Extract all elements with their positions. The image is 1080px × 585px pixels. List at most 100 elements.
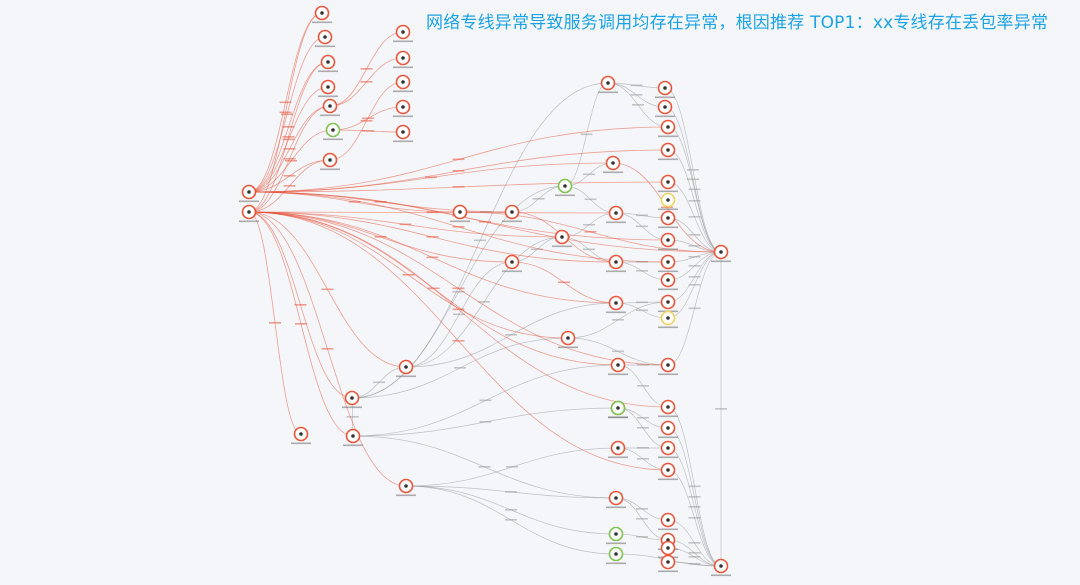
service-node-normal[interactable] [608, 400, 628, 419]
service-icon [401, 130, 405, 134]
service-node-abnormal[interactable] [502, 254, 522, 273]
service-node-abnormal[interactable] [608, 357, 628, 376]
service-icon [614, 301, 618, 305]
service-node-warning[interactable] [658, 192, 678, 211]
node-caption-mark [711, 574, 731, 577]
service-icon [666, 125, 670, 129]
service-node-abnormal[interactable] [318, 54, 338, 73]
service-node-abnormal[interactable] [606, 254, 626, 273]
service-node-abnormal[interactable] [608, 440, 628, 459]
service-node-abnormal[interactable] [658, 357, 678, 376]
service-node-abnormal[interactable] [450, 204, 470, 223]
service-node-abnormal[interactable] [603, 155, 623, 174]
service-node-normal[interactable] [555, 178, 575, 197]
service-node-abnormal[interactable] [658, 272, 678, 291]
edge-label-mark [282, 138, 295, 141]
service-node-abnormal[interactable] [239, 204, 259, 223]
service-node-abnormal[interactable] [558, 330, 578, 349]
edge-label-mark [558, 281, 570, 284]
service-node-abnormal[interactable] [315, 29, 335, 48]
service-icon [350, 396, 354, 400]
service-icon [401, 30, 405, 34]
service-node-abnormal[interactable] [658, 210, 678, 229]
service-node-abnormal[interactable] [393, 74, 413, 93]
service-icon [666, 180, 670, 184]
service-icon [510, 260, 514, 264]
service-node-abnormal[interactable] [658, 554, 678, 573]
service-node-abnormal[interactable] [606, 295, 626, 314]
node-caption-mark [658, 373, 678, 376]
edge-label-mark [688, 188, 701, 191]
edge-label-mark [636, 518, 648, 520]
edge-label-mark [426, 211, 439, 214]
node-caption-mark [396, 494, 416, 497]
node-caption-mark [450, 220, 470, 223]
edge-label-mark [454, 367, 466, 369]
service-node-abnormal[interactable] [502, 204, 522, 223]
service-node-warning[interactable] [658, 310, 678, 329]
edge-label-mark [321, 348, 334, 350]
edge-label-mark [452, 158, 465, 161]
service-icon [401, 56, 405, 60]
node-caption-mark [555, 194, 575, 197]
edge-label-mark [402, 274, 415, 276]
service-node-abnormal[interactable] [658, 254, 678, 273]
service-node-abnormal[interactable] [658, 119, 678, 138]
service-node-abnormal[interactable] [655, 99, 675, 118]
service-node-abnormal[interactable] [343, 428, 363, 447]
edge-label-mark [636, 508, 648, 510]
service-node-abnormal[interactable] [606, 205, 626, 224]
edge-label-mark [479, 221, 491, 223]
service-node-abnormal[interactable] [606, 490, 626, 509]
node-caption-mark [558, 346, 578, 349]
service-node-abnormal[interactable] [658, 399, 678, 418]
service-node-abnormal[interactable] [393, 50, 413, 69]
service-node-abnormal[interactable] [658, 512, 678, 531]
node-caption-mark [393, 140, 413, 143]
service-node-abnormal[interactable] [396, 359, 416, 378]
service-icon [326, 85, 330, 89]
service-node-normal[interactable] [606, 526, 626, 545]
service-node-abnormal[interactable] [239, 184, 259, 203]
edge-label-mark [715, 408, 727, 410]
service-node-abnormal[interactable] [552, 229, 572, 248]
edge-label-mark [612, 319, 624, 321]
service-node-abnormal[interactable] [658, 294, 678, 313]
edge-label-mark [630, 84, 643, 87]
node-caption-mark [658, 226, 678, 229]
service-node-abnormal[interactable] [658, 462, 678, 481]
service-icon [404, 365, 408, 369]
service-node-abnormal[interactable] [393, 24, 413, 43]
service-node-abnormal[interactable] [658, 420, 678, 439]
service-icon [666, 300, 670, 304]
service-node-abnormal[interactable] [658, 174, 678, 193]
service-node-abnormal[interactable] [312, 5, 332, 24]
edge-label-mark [688, 485, 701, 488]
service-node-abnormal[interactable] [320, 152, 340, 171]
service-node-abnormal[interactable] [320, 98, 340, 117]
edge-label-mark [583, 248, 595, 251]
service-node-abnormal[interactable] [393, 99, 413, 118]
service-node-abnormal[interactable] [396, 478, 416, 497]
service-node-abnormal[interactable] [291, 426, 311, 445]
edge-label-mark [452, 340, 465, 342]
node-caption-mark [655, 96, 675, 99]
service-node-abnormal[interactable] [658, 142, 678, 161]
service-node-abnormal[interactable] [711, 244, 731, 263]
service-node-abnormal[interactable] [658, 440, 678, 459]
edge-label-mark [636, 214, 648, 217]
service-node-normal[interactable] [323, 122, 343, 141]
service-node-abnormal[interactable] [393, 124, 413, 143]
service-node-abnormal[interactable] [658, 232, 678, 251]
service-node-abnormal[interactable] [598, 75, 618, 94]
node-caption-mark [502, 270, 522, 273]
edge-label-mark [637, 385, 649, 387]
edge-label-mark [452, 291, 465, 293]
service-node-abnormal[interactable] [655, 80, 675, 99]
service-node-normal[interactable] [606, 546, 626, 565]
service-node-abnormal[interactable] [318, 79, 338, 98]
service-node-abnormal[interactable] [342, 390, 362, 409]
service-node-abnormal[interactable] [711, 558, 731, 577]
edge-label-mark [636, 301, 648, 304]
